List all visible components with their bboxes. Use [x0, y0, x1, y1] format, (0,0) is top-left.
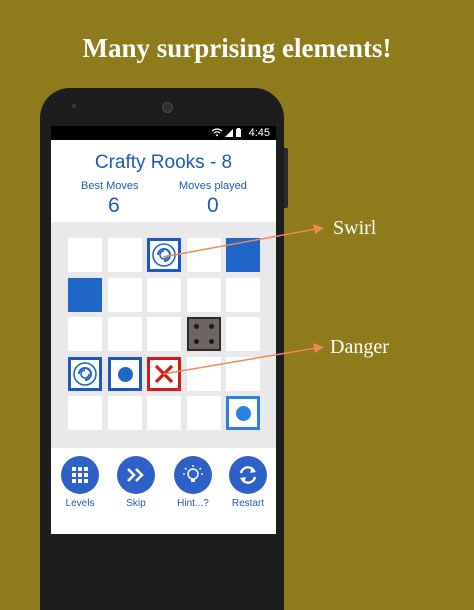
- sensor-dot: [72, 104, 76, 108]
- board-cell[interactable]: [68, 238, 102, 272]
- rook-piece-icon: [236, 406, 251, 421]
- grid-icon: [61, 456, 99, 494]
- restart-label: Restart: [231, 498, 265, 509]
- board-cell[interactable]: [147, 277, 181, 312]
- board-cell[interactable]: [147, 317, 181, 351]
- levels-button[interactable]: Levels: [55, 456, 105, 509]
- rook-piece-icon: [117, 366, 133, 382]
- game-header: Crafty Rooks - 8 Best Moves 6 Moves play…: [51, 140, 276, 222]
- app-screen: 4:45 Crafty Rooks - 8 Best Moves 6 Moves…: [51, 126, 276, 534]
- moves-played-value: 0: [207, 194, 219, 217]
- board-cell[interactable]: [68, 317, 102, 351]
- hint-label: Hint...?: [177, 498, 209, 509]
- danger-tile[interactable]: [147, 356, 181, 391]
- rook-piece-tile[interactable]: [226, 396, 260, 430]
- dice-pip: [193, 339, 199, 344]
- board-cell[interactable]: [186, 356, 221, 391]
- dice-pip: [208, 339, 214, 344]
- restart-button[interactable]: Restart: [223, 456, 273, 509]
- danger-arrow-head: [313, 343, 324, 353]
- status-time: 4:45: [248, 127, 270, 139]
- dice-block-tile[interactable]: [186, 317, 221, 351]
- hint-button[interactable]: Hint...?: [168, 456, 218, 509]
- moves-played-label: Moves played: [179, 180, 247, 192]
- board-cell[interactable]: [107, 277, 142, 312]
- phone-side-button: [284, 148, 288, 208]
- restart-icon: [229, 456, 267, 494]
- swirl-callout: Swirl: [333, 217, 377, 239]
- game-board: [68, 238, 268, 438]
- status-icons: [211, 127, 245, 139]
- rook-piece-tile[interactable]: [107, 356, 142, 391]
- board-cell[interactable]: [186, 277, 221, 312]
- dice-pip: [208, 324, 214, 329]
- best-moves-label: Best Moves: [81, 180, 139, 192]
- blue-block-tile[interactable]: [68, 277, 102, 312]
- fast-forward-icon: [117, 456, 155, 494]
- status-bar: 4:45: [51, 126, 276, 140]
- board-cell[interactable]: [226, 356, 260, 391]
- board-cell[interactable]: [147, 396, 181, 430]
- swirl-tile[interactable]: [147, 238, 181, 272]
- board-cell[interactable]: [226, 277, 260, 312]
- skip-button[interactable]: Skip: [111, 456, 161, 509]
- board-cell[interactable]: [107, 396, 142, 430]
- level-title: Crafty Rooks - 8: [94, 152, 233, 173]
- board-cell[interactable]: [107, 317, 142, 351]
- swirl-arrow-head: [313, 224, 324, 234]
- levels-label: Levels: [65, 498, 95, 509]
- skip-label: Skip: [126, 498, 146, 509]
- board-cell[interactable]: [186, 238, 221, 272]
- promo-headline: Many surprising elements!: [82, 33, 392, 63]
- blue-block-tile[interactable]: [226, 238, 260, 272]
- bottom-toolbar: Levels Skip: [51, 448, 276, 534]
- lightbulb-icon: [174, 456, 212, 494]
- dice-pip: [193, 324, 199, 329]
- swirl-tile[interactable]: [68, 356, 102, 391]
- best-moves-value: 6: [108, 194, 120, 217]
- board-cell[interactable]: [68, 396, 102, 430]
- board-cell[interactable]: [226, 317, 260, 351]
- board-cell[interactable]: [186, 396, 221, 430]
- board-cell[interactable]: [107, 238, 142, 272]
- danger-callout: Danger: [330, 336, 389, 358]
- camera-icon: [162, 102, 173, 113]
